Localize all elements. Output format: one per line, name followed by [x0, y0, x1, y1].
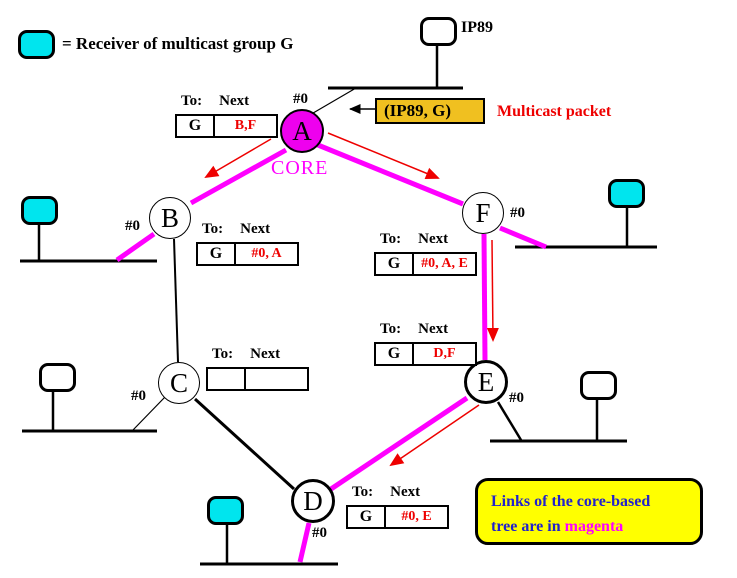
host-icon-c	[39, 363, 76, 392]
node-d-label: D	[303, 485, 323, 516]
tree-link-d-lan	[297, 522, 312, 563]
receiver-icon-f	[608, 179, 645, 208]
host-icon-ip89	[420, 17, 457, 46]
note-box: Links of the core-based tree are in mage…	[475, 478, 703, 545]
to-label: To:	[202, 221, 224, 237]
routing-table-c-row	[206, 367, 309, 391]
routing-table-a-header: To: Next	[175, 91, 278, 112]
node-a-label: A	[292, 115, 312, 146]
next-label: Next	[418, 231, 449, 247]
next-label: Next	[219, 93, 250, 109]
routing-table-a: To: Next G B,F	[175, 91, 278, 138]
host-stems	[37, 45, 629, 564]
link-a-lan	[307, 87, 357, 117]
routing-table-e-row: G D,F	[374, 342, 477, 366]
link-b-c	[173, 238, 179, 363]
next-label: Next	[390, 484, 421, 500]
note-line1: Links of the core-based	[491, 493, 651, 510]
next-label: Next	[250, 346, 281, 362]
tree-link-a-f	[312, 140, 464, 207]
core-label: CORE	[271, 157, 329, 179]
black-links	[132, 87, 523, 491]
host-icon-e	[580, 371, 617, 400]
note-line2: tree are in magenta	[491, 514, 700, 539]
to-label: To:	[352, 484, 374, 500]
multicast-packet-box: (IP89, G)	[375, 98, 485, 124]
link-c-d	[193, 397, 296, 491]
table-d-to: G	[348, 507, 386, 527]
table-e-to: G	[376, 344, 414, 364]
next-label: Next	[240, 221, 271, 237]
routing-table-e: To: Next G D,F	[374, 319, 477, 366]
legend-receiver-icon	[18, 30, 55, 59]
to-label: To:	[380, 321, 402, 337]
node-c-label: C	[169, 367, 188, 398]
node-c: C	[158, 362, 200, 404]
flow-arrows	[204, 132, 499, 467]
port-e: #0	[509, 390, 524, 406]
port-b: #0	[125, 218, 140, 234]
table-b-to: G	[198, 244, 236, 264]
flow-arrow-e-d	[389, 404, 480, 467]
note-line2-highlight: magenta	[564, 518, 624, 535]
table-c-to	[208, 369, 246, 389]
tree-link-f-e	[481, 233, 488, 361]
port-a: #0	[293, 91, 308, 107]
routing-table-d-header: To: Next	[346, 482, 449, 503]
multicast-packet-caption: Multicast packet	[497, 103, 612, 120]
routing-table-f-row: G #0, A, E	[374, 252, 477, 276]
table-c-next	[246, 369, 307, 389]
link-c-lan	[132, 396, 166, 431]
node-f-label: F	[475, 197, 491, 228]
routing-table-c-header: To: Next	[206, 344, 309, 365]
node-a: A	[280, 109, 324, 153]
table-f-next: #0, A, E	[421, 256, 468, 271]
flow-arrow-a-f	[327, 132, 440, 180]
ip89-label: IP89	[461, 19, 493, 36]
tree-links	[115, 140, 547, 563]
routing-table-b-row: G #0, A	[196, 242, 299, 266]
receiver-icon-d	[207, 496, 244, 525]
lan-segments	[20, 86, 657, 566]
port-f: #0	[510, 205, 525, 221]
routing-table-b-header: To: Next	[196, 219, 299, 240]
note-line2-prefix: tree are in	[491, 518, 565, 535]
table-d-next: #0, E	[401, 509, 432, 524]
table-b-next: #0, A	[251, 246, 282, 261]
routing-table-e-header: To: Next	[374, 319, 477, 340]
routing-table-d: To: Next G #0, E	[346, 482, 449, 529]
node-d: D	[291, 479, 335, 523]
routing-table-d-row: G #0, E	[346, 505, 449, 529]
table-a-to: G	[177, 116, 215, 136]
routing-table-f-header: To: Next	[374, 229, 477, 250]
table-a-next: B,F	[234, 118, 257, 133]
routing-table-c: To: Next	[206, 344, 309, 391]
port-d: #0	[312, 525, 327, 541]
node-b-label: B	[160, 202, 179, 233]
port-c: #0	[131, 388, 146, 404]
node-f: F	[462, 192, 504, 234]
link-e-lan	[496, 401, 523, 441]
routing-table-a-row: G B,F	[175, 114, 278, 138]
node-e: E	[464, 360, 508, 404]
to-label: To:	[212, 346, 234, 362]
tree-link-f-lan	[499, 225, 547, 250]
tree-link-b-lan	[115, 231, 156, 263]
table-f-to: G	[376, 254, 414, 274]
flow-arrow-f-e	[486, 239, 499, 342]
to-label: To:	[380, 231, 402, 247]
legend-label: = Receiver of multicast group G	[62, 34, 294, 53]
next-label: Next	[418, 321, 449, 337]
flow-arrow-a-b	[204, 138, 272, 179]
tree-link-e-d	[329, 395, 469, 492]
table-e-next: D,F	[433, 346, 456, 361]
node-b: B	[149, 197, 191, 239]
to-label: To:	[181, 93, 203, 109]
routing-table-b: To: Next G #0, A	[196, 219, 299, 266]
receiver-icon-b	[21, 196, 58, 225]
tree-link-a-b	[189, 147, 288, 206]
routing-table-f: To: Next G #0, A, E	[374, 229, 477, 276]
node-e-label: E	[477, 366, 495, 397]
